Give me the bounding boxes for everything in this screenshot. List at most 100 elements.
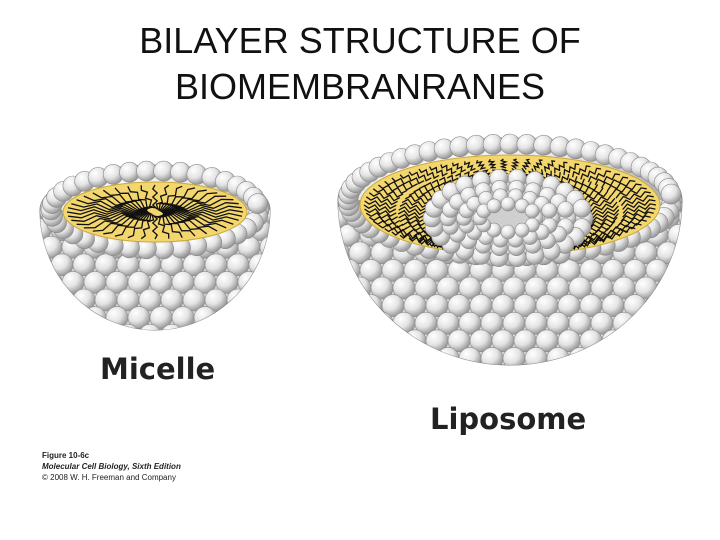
lipid-tail	[475, 160, 486, 170]
lipid-tail	[158, 214, 208, 235]
head-group	[667, 259, 682, 282]
lipid-tail	[127, 213, 152, 239]
head-group	[248, 323, 270, 330]
lipid-tail	[418, 239, 440, 248]
head-group	[436, 347, 460, 365]
lipid-tail	[622, 207, 656, 218]
head-group	[612, 347, 636, 365]
head-group	[502, 347, 526, 365]
lipid-tail	[408, 171, 432, 182]
head-group	[348, 311, 372, 335]
head-group	[645, 294, 669, 317]
lipid-tail	[451, 162, 466, 173]
lipid-tail	[618, 215, 651, 226]
lipid-tail	[606, 179, 636, 192]
lipid-tail	[363, 204, 397, 214]
head-group	[193, 306, 217, 329]
head-group	[338, 259, 361, 282]
lipid-tail	[67, 206, 148, 214]
lipid-tail	[160, 192, 218, 213]
head-group	[590, 347, 614, 365]
head-group	[338, 311, 350, 335]
head-group	[612, 311, 636, 335]
lipid-tail	[83, 195, 150, 211]
lipid-tail	[611, 183, 642, 195]
head-group	[40, 210, 41, 224]
head-group	[645, 329, 669, 353]
head-group	[237, 306, 261, 329]
lipid-tail	[160, 189, 207, 213]
lipid-tail	[487, 159, 497, 169]
head-group	[259, 235, 270, 259]
head-group	[514, 222, 530, 238]
head-group	[248, 288, 270, 312]
head-group	[338, 259, 339, 282]
head-group	[138, 323, 162, 330]
lipid-tail	[521, 158, 532, 170]
head-group	[678, 347, 682, 365]
lipid-tail	[622, 199, 656, 210]
lipid-tail	[155, 184, 170, 211]
lipid-tail	[368, 192, 401, 202]
lipid-tail	[83, 211, 149, 229]
head-group	[338, 294, 339, 317]
lipid-tail	[102, 189, 152, 210]
micelle-diagram	[39, 160, 271, 331]
lipid-tail	[384, 227, 413, 236]
lipid-tail	[391, 230, 418, 239]
lipid-tail	[66, 209, 148, 215]
head-group	[259, 306, 270, 329]
head-group	[623, 329, 647, 353]
lipid-tail	[162, 211, 239, 221]
lipid-tail	[378, 184, 408, 195]
head-group	[40, 271, 63, 294]
lipid-tail	[76, 210, 148, 226]
lipid-tail	[615, 187, 647, 199]
lipid-tail	[76, 199, 149, 212]
lipid-tail	[364, 208, 397, 218]
head-group	[524, 203, 540, 219]
head-group	[338, 276, 350, 300]
head-group	[50, 323, 74, 330]
head-group	[541, 202, 558, 219]
lipid-tail	[594, 173, 620, 186]
head-group	[392, 347, 416, 365]
lipid-tail	[510, 158, 520, 170]
lipid-tail	[378, 223, 408, 233]
head-group	[480, 347, 504, 365]
book-title: Molecular Cell Biology, Sixth Edition	[42, 462, 181, 471]
head-group	[524, 347, 548, 365]
lipid-tail	[571, 165, 591, 178]
head-group	[338, 329, 339, 353]
lipid-tail	[606, 226, 636, 236]
head-group	[370, 347, 394, 365]
lipid-tail	[92, 192, 151, 210]
micelle-rim-head-groups	[40, 160, 270, 260]
head-group	[237, 271, 261, 294]
lipid-tail	[372, 219, 404, 229]
lipid-tail	[620, 194, 654, 207]
lipid-tail	[543, 160, 556, 172]
head-group	[348, 347, 372, 365]
lipid-tail	[162, 202, 239, 214]
head-group	[94, 323, 118, 330]
head-group	[678, 206, 682, 229]
lipid-tail	[157, 215, 196, 237]
lipid-tail	[587, 170, 612, 183]
lipid-tail	[622, 203, 657, 214]
lipid-tail	[155, 215, 183, 238]
lipid-tail	[563, 163, 580, 176]
lipid-tail	[161, 212, 234, 225]
lipid-tail	[154, 215, 170, 239]
lipid-tail	[162, 198, 234, 214]
lipid-tail	[92, 211, 150, 232]
slide-title: BILAYER STRUCTURE OF BIOMEMBRANRANES	[60, 18, 660, 110]
lipid-tail	[140, 185, 156, 209]
liposome-diagram	[337, 133, 683, 366]
head-group	[458, 347, 482, 365]
head-group	[338, 347, 350, 365]
head-group	[338, 200, 339, 212]
lipid-tail	[103, 211, 150, 235]
lipid-tail	[418, 168, 440, 180]
lipid-tail	[499, 158, 509, 169]
